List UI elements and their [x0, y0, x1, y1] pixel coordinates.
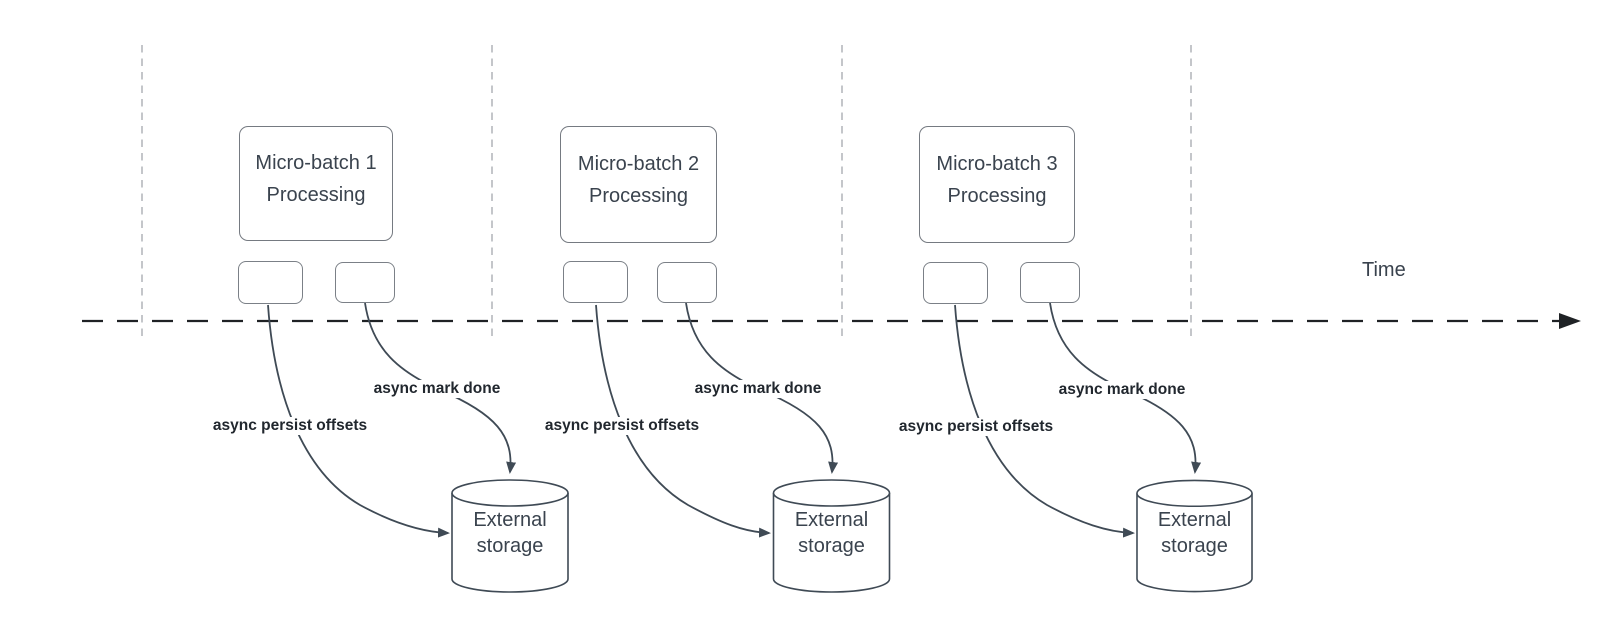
external-storage-cylinder-1: External storage [451, 479, 569, 593]
async-persist-offsets-connector-2 [595, 304, 771, 538]
external-storage-label-1: External storage [473, 509, 547, 557]
micro-batch-3-label: Micro-batch 3 [936, 152, 1058, 175]
mark-done-task-box-2 [657, 262, 717, 303]
async-persist-offsets-label-1: async persist offsets [209, 417, 371, 435]
persist-offsets-task-box-1 [238, 261, 303, 304]
micro-batch-2-processing-box: Micro-batch 2 Processing [560, 126, 717, 243]
external-storage-cylinder-2: External storage [772, 479, 891, 593]
micro-batch-2-label: Micro-batch 2 [577, 152, 700, 175]
database-cylinder-icon [1136, 479, 1253, 593]
micro-batch-3-sublabel: Processing [947, 184, 1047, 207]
async-persist-offsets-connector-1 [267, 304, 450, 538]
persist-offsets-task-box-2 [563, 261, 628, 303]
async-mark-done-label-1: async mark done [370, 380, 504, 398]
external-storage-label-3: External storage [1157, 509, 1232, 557]
micro-batch-3-processing-box: Micro-batch 3 Processing [919, 126, 1075, 243]
mark-done-task-box-1 [335, 262, 395, 303]
external-storage-cylinder-3: External storage [1136, 479, 1253, 593]
time-axis-label: Time [1362, 259, 1406, 281]
mark-done-task-box-3 [1020, 262, 1080, 303]
database-cylinder-icon [772, 479, 891, 593]
async-persist-offsets-connector-3 [954, 304, 1135, 538]
async-persist-offsets-label-3: async persist offsets [895, 418, 1057, 436]
async-persist-offsets-label-2: async persist offsets [541, 417, 703, 435]
external-storage-label-2: External storage [794, 509, 869, 557]
micro-batch-1-sublabel: Processing [266, 183, 366, 206]
micro-batch-1-label: Micro-batch 1 [255, 151, 377, 174]
persist-offsets-task-box-3 [923, 262, 988, 304]
async-mark-done-label-2: async mark done [691, 380, 825, 398]
micro-batch-1-processing-box: Micro-batch 1 Processing [239, 126, 393, 241]
database-cylinder-icon [451, 479, 569, 593]
micro-batch-2-sublabel: Processing [589, 184, 688, 207]
async-mark-done-label-3: async mark done [1055, 381, 1189, 399]
